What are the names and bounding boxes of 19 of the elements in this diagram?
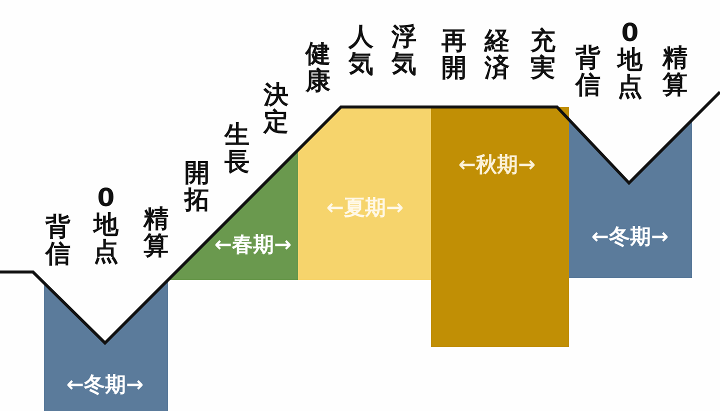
keyword-label: 精算 [662, 44, 688, 98]
keyword-label: 生長 [224, 121, 250, 175]
keyword-label: 浮気 [390, 23, 418, 77]
season-label: ←夏期→ [326, 198, 404, 218]
keyword-label: 決定 [262, 81, 290, 135]
keyword-label: 健康 [304, 40, 332, 94]
keyword-label: 精算 [142, 205, 170, 259]
season-label: ←秋期→ [458, 154, 536, 176]
keyword-label: 背信 [574, 44, 602, 98]
keyword-label: 経済 [484, 27, 510, 81]
keyword-label: 開拓 [184, 159, 210, 213]
season-label: ←冬期→ [591, 226, 669, 248]
keyword-label: 充実 [530, 27, 556, 81]
keyword-label: 再開 [440, 27, 468, 81]
keyword-label: 人気 [348, 23, 374, 77]
keyword-label: 0地点 [92, 184, 120, 265]
season-label: ←春期→ [214, 234, 292, 256]
keyword-label: 0地点 [616, 19, 644, 100]
season-label: ←冬期→ [66, 374, 144, 396]
